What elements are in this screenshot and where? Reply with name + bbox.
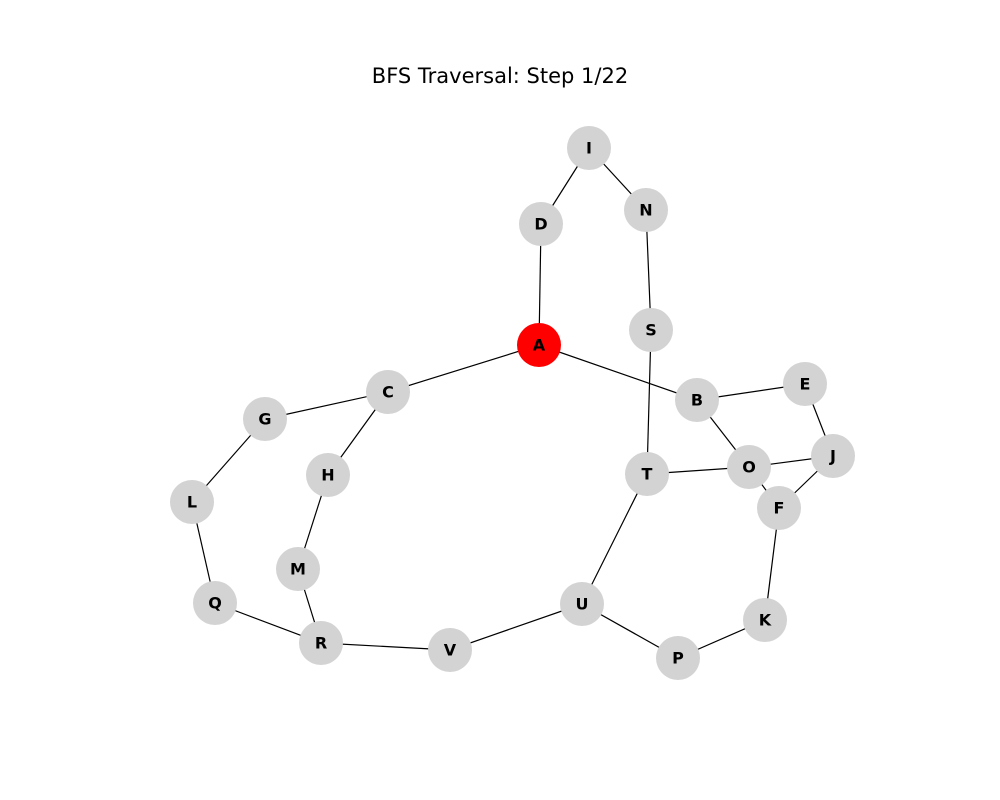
node-B: B: [675, 378, 719, 422]
edge-S-T: [646, 329, 652, 475]
node-label-M: M: [290, 560, 306, 579]
node-label-H: H: [321, 466, 334, 485]
node-circle-B: [675, 378, 719, 422]
node-O: O: [727, 445, 771, 489]
node-circle-N: [624, 188, 668, 232]
node-label-A: A: [533, 336, 546, 355]
node-circle-D: [519, 202, 563, 246]
node-label-B: B: [691, 391, 703, 410]
node-label-F: F: [774, 499, 785, 518]
node-I: I: [567, 126, 611, 170]
node-T: T: [625, 452, 669, 496]
node-label-L: L: [187, 493, 197, 512]
node-label-G: G: [258, 410, 271, 429]
node-layer: A B C D E F G H I J K L M N O P Q R S T U V: [170, 126, 855, 680]
node-circle-U: [560, 582, 604, 626]
node-E: E: [783, 362, 827, 406]
node-circle-I: [567, 126, 611, 170]
node-P: P: [656, 636, 700, 680]
node-circle-V: [428, 628, 472, 672]
node-label-U: U: [576, 595, 589, 614]
node-label-D: D: [534, 215, 547, 234]
node-circle-C: [366, 370, 410, 414]
node-S: S: [629, 308, 673, 352]
node-circle-P: [656, 636, 700, 680]
node-L: L: [170, 480, 214, 524]
node-circle-J: [811, 434, 855, 478]
node-label-V: V: [444, 641, 457, 660]
node-circle-K: [743, 598, 787, 642]
node-circle-M: [276, 547, 320, 591]
node-circle-H: [306, 453, 350, 497]
node-label-P: P: [672, 649, 684, 668]
node-circle-Q: [193, 581, 237, 625]
node-label-T: T: [642, 465, 653, 484]
figure-title: BFS Traversal: Step 1/22: [371, 64, 629, 88]
node-circle-F: [757, 486, 801, 530]
node-label-S: S: [645, 321, 657, 340]
edge-U-V: [449, 603, 583, 651]
node-V: V: [428, 628, 472, 672]
node-J: J: [811, 434, 855, 478]
edge-T-U: [581, 473, 648, 605]
node-circle-O: [727, 445, 771, 489]
node-circle-A: [517, 323, 561, 367]
node-label-C: C: [382, 383, 394, 402]
node-circle-E: [783, 362, 827, 406]
node-label-Q: Q: [208, 594, 222, 613]
node-D: D: [519, 202, 563, 246]
node-circle-R: [299, 621, 343, 665]
node-R: R: [299, 621, 343, 665]
node-G: G: [243, 397, 287, 441]
node-label-N: N: [639, 201, 652, 220]
node-label-E: E: [800, 375, 811, 394]
node-A: A: [517, 323, 561, 367]
node-label-K: K: [759, 611, 772, 630]
node-circle-L: [170, 480, 214, 524]
node-circle-S: [629, 308, 673, 352]
edge-A-B: [538, 344, 698, 401]
node-circle-G: [243, 397, 287, 441]
node-label-J: J: [829, 447, 836, 466]
node-F: F: [757, 486, 801, 530]
node-label-O: O: [742, 458, 756, 477]
node-label-R: R: [315, 634, 327, 653]
node-circle-T: [625, 452, 669, 496]
node-M: M: [276, 547, 320, 591]
node-C: C: [366, 370, 410, 414]
node-K: K: [743, 598, 787, 642]
node-label-I: I: [586, 139, 592, 158]
edge-A-C: [387, 344, 540, 393]
node-H: H: [306, 453, 350, 497]
node-Q: Q: [193, 581, 237, 625]
node-N: N: [624, 188, 668, 232]
node-U: U: [560, 582, 604, 626]
